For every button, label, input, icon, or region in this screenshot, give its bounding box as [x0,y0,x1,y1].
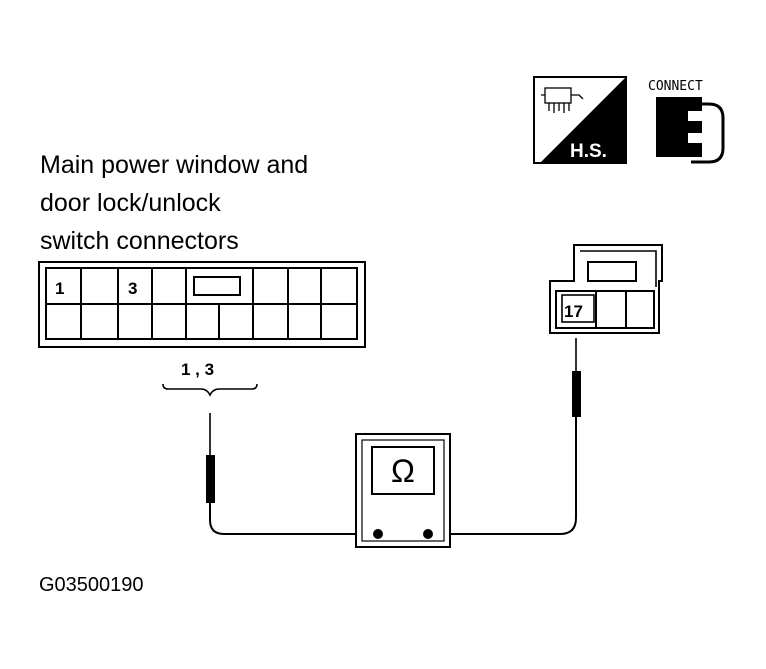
ohmmeter: Ω [355,433,451,548]
probe-callout: 1 , 3 [162,360,258,397]
title-line-1: Main power window and [40,151,308,179]
figure-code: G03500190 [39,574,144,596]
left-lead-wire [209,503,378,535]
left-pin-label-3: 3 [128,279,137,298]
meter-terminal-left [373,529,383,539]
harness-side-icon: H.S. [533,76,627,164]
meter-display [371,446,435,495]
right-connector: 17 [549,244,663,334]
lock-tab [193,276,241,296]
left-pin-label-1: 1 [55,279,64,298]
diagram-title: Main power window and door lock/unlock s… [40,151,308,255]
left-probe [206,413,215,503]
right-lead-wire [428,417,577,535]
probe-callout-label: 1 , 3 [181,360,214,379]
connect-icon: CONNECT [648,79,725,164]
right-pin-label-17: 17 [564,302,583,321]
connect-label: CONNECT [648,79,703,94]
left-connector: 1 3 [38,261,366,348]
right-probe [572,338,581,417]
meter-terminal-right [423,529,433,539]
title-line-2: door lock/unlock [40,189,221,217]
ohm-symbol: Ω [391,453,415,489]
harness-side-label: H.S. [570,141,607,162]
title-line-3: switch connectors [40,227,239,255]
